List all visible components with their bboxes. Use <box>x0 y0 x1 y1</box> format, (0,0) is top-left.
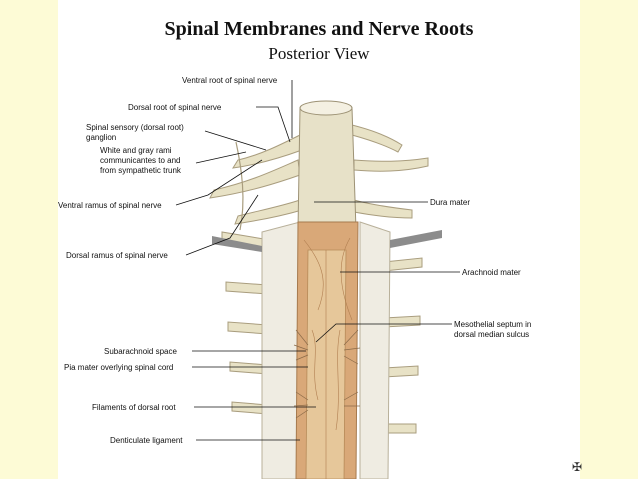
arachnoid-texture <box>303 237 353 479</box>
label-dura-mater: Dura mater <box>430 198 471 207</box>
corner-logo-icon: ✠ <box>572 460 583 474</box>
label-ventral-root: Ventral root of spinal nerve <box>182 76 278 85</box>
spinal-cord-upper <box>297 101 357 231</box>
label-septum-line2: dorsal median sulcus <box>454 330 530 339</box>
label-dorsal-root: Dorsal root of spinal nerve <box>128 103 222 112</box>
label-filaments-dorsal-root: Filaments of dorsal root <box>92 403 176 412</box>
label-denticulate-ligament: Denticulate ligament <box>110 436 183 445</box>
label-dorsal-ramus: Dorsal ramus of spinal nerve <box>66 251 168 260</box>
label-ventral-ramus: Ventral ramus of spinal nerve <box>58 201 162 210</box>
diagram-subtitle: Posterior View <box>268 44 370 63</box>
cord-cut-surface <box>299 100 353 116</box>
label-rami-line3: from sympathetic trunk <box>100 166 181 175</box>
label-ganglion-line1: Spinal sensory (dorsal root) <box>86 123 184 132</box>
label-pia-mater: Pia mater overlying spinal cord <box>64 363 174 372</box>
retractor-right <box>390 230 442 248</box>
upper-right-nerves <box>351 124 429 219</box>
leader-lines <box>175 80 460 441</box>
label-arachnoid-mater: Arachnoid mater <box>462 268 521 277</box>
label-subarachnoid-space: Subarachnoid space <box>104 347 177 356</box>
upper-left-nerves <box>209 134 303 225</box>
label-septum-line1: Mesothelial septum in <box>454 320 532 329</box>
label-rami-line1: White and gray rami <box>100 146 172 155</box>
dura-flap-right <box>359 221 391 479</box>
dorsal-root-filaments <box>293 329 361 419</box>
diagram-title: Spinal Membranes and Nerve Roots <box>164 18 474 40</box>
label-rami-line2: communicantes to and <box>100 156 181 165</box>
label-ganglion-line2: ganglion <box>86 133 117 142</box>
dura-flap-left <box>261 221 301 479</box>
